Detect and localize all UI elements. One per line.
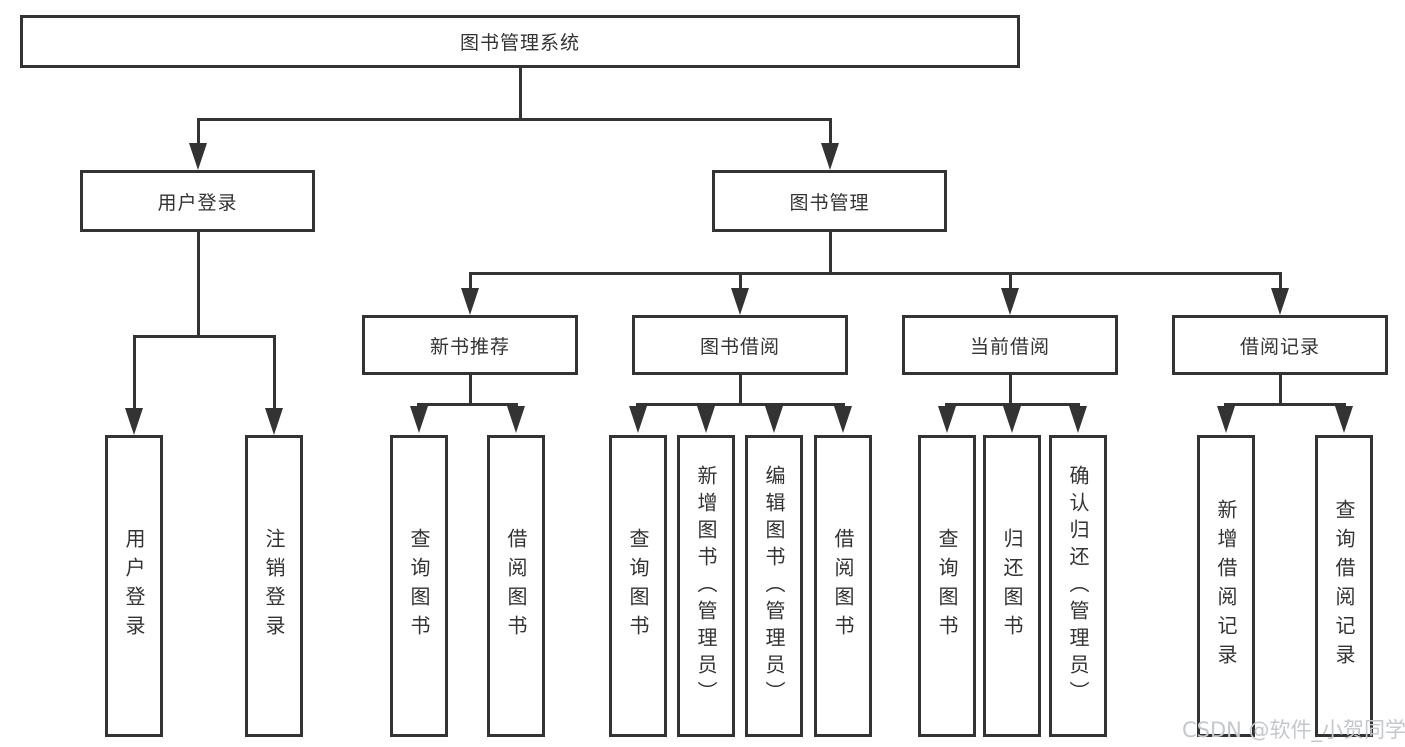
arrow-down-icon — [765, 406, 783, 433]
leaf-logout: 注销登录 — [245, 435, 303, 737]
leaf-query-borrow-record: 查询借阅记录 — [1315, 435, 1373, 737]
arrow-down-icon — [410, 406, 428, 433]
connector-vline — [1009, 272, 1012, 288]
arrow-down-icon — [834, 406, 852, 433]
arrow-down-icon — [1271, 288, 1289, 315]
connector-hline — [945, 403, 1080, 406]
connector-vline — [197, 118, 200, 144]
connector-hline — [197, 118, 832, 121]
connector-vline — [739, 375, 742, 403]
leaf-add-borrow-record: 新增借阅记录 — [1197, 435, 1255, 737]
leaf-borrow-books-borrowing: 借阅图书 — [814, 435, 872, 737]
arrow-down-icon — [938, 406, 956, 433]
leaf-query-books-borrowing: 查询图书 — [609, 435, 667, 737]
arrow-down-icon — [1335, 406, 1353, 433]
arrow-down-icon — [1001, 288, 1019, 315]
arrow-down-icon — [821, 143, 839, 170]
leaf-borrow-books-recommend: 借阅图书 — [487, 435, 545, 737]
arrow-down-icon — [265, 408, 283, 435]
connector-hline — [636, 403, 845, 406]
connector-hline — [1224, 403, 1346, 406]
connector-vline — [469, 272, 472, 288]
arrow-down-icon — [1069, 406, 1087, 433]
arrow-down-icon — [731, 288, 749, 315]
connector-vline — [1009, 375, 1012, 403]
node-user-login: 用户登录 — [80, 170, 315, 232]
arrow-down-icon — [461, 288, 479, 315]
connector-hline — [417, 403, 518, 406]
leaf-confirm-return-admin: 确认归还（管理员） — [1049, 435, 1107, 737]
connector-vline — [1279, 375, 1282, 403]
arrow-down-icon — [1003, 406, 1021, 433]
connector-vline — [469, 375, 472, 403]
arrow-down-icon — [1217, 406, 1235, 433]
connector-vline — [519, 68, 522, 118]
leaf-return-books: 归还图书 — [983, 435, 1041, 737]
connector-vline — [273, 335, 276, 408]
node-book-borrowing: 图书借阅 — [632, 315, 848, 375]
arrow-down-icon — [507, 406, 525, 433]
leaf-query-books-current: 查询图书 — [918, 435, 976, 737]
connector-hline — [469, 272, 1281, 275]
connector-vline — [829, 232, 832, 272]
node-new-book-recommendation: 新书推荐 — [362, 315, 578, 375]
leaf-add-books-admin: 新增图书（管理员） — [677, 435, 735, 737]
csdn-watermark: CSDN @软件_小贺同学 — [1182, 718, 1405, 742]
arrow-down-icon — [697, 406, 715, 433]
connector-vline — [1279, 272, 1282, 288]
leaf-edit-books-admin: 编辑图书（管理员） — [745, 435, 803, 737]
connector-vline — [829, 118, 832, 144]
node-book-management: 图书管理 — [712, 170, 947, 232]
arrow-down-icon — [629, 406, 647, 433]
connector-vline — [133, 335, 136, 408]
arrow-down-icon — [189, 143, 207, 170]
connector-hline — [133, 335, 275, 338]
leaf-query-books-recommend: 查询图书 — [390, 435, 448, 737]
node-borrowing-records: 借阅记录 — [1172, 315, 1388, 375]
node-current-borrowing: 当前借阅 — [902, 315, 1118, 375]
arrow-down-icon — [125, 408, 143, 435]
leaf-user-login: 用户登录 — [105, 435, 163, 737]
connector-vline — [739, 272, 742, 288]
connector-vline — [197, 232, 200, 335]
node-book-management-system: 图书管理系统 — [20, 15, 1020, 68]
